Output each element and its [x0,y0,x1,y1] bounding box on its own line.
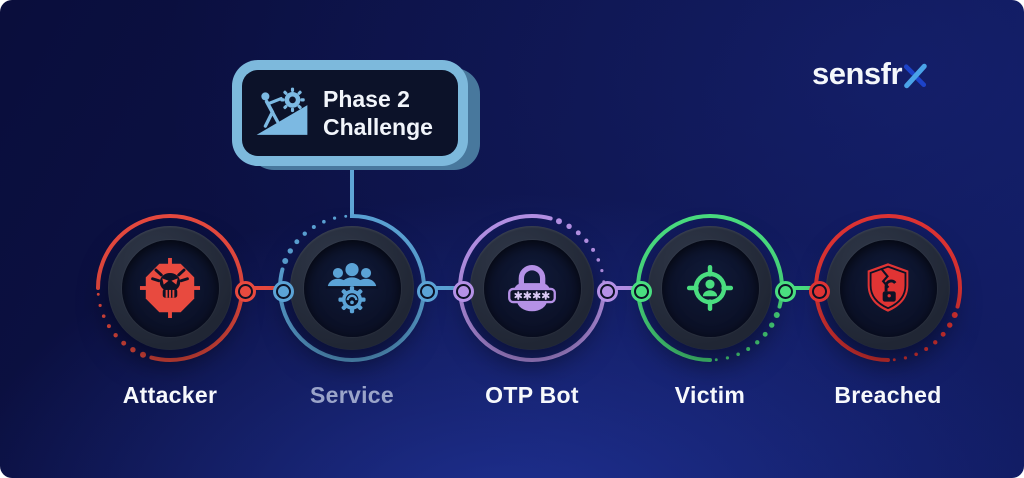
node-disc [826,226,950,350]
connector-dot [630,280,652,302]
link-service-otpbot [424,286,460,290]
node-disc [648,226,772,350]
uphill-gear-icon [256,87,308,135]
node-attacker: Attacker [90,208,250,408]
connector-dot [596,280,618,302]
password-lock-icon [508,265,556,312]
node-label: Breached [834,382,942,408]
brand-logo: sensfr [812,56,927,92]
node-label: Victim [674,382,746,408]
connector-dot [272,280,294,302]
broken-shield-icon [867,263,909,312]
connector-dot [774,280,796,302]
node-victim: Victim [630,208,790,408]
callout-title-line1: Phase 2 [323,86,410,112]
brand-logo-text: sensfr [812,56,903,91]
node-service: Service [272,208,432,408]
connector-dot [452,280,474,302]
node-disc [108,226,232,350]
node-label: Service [310,382,394,408]
target-person-icon [686,264,734,312]
node-disc [290,226,414,350]
connector-dot [808,280,830,302]
link-victim-breached [782,286,816,290]
node-label: OTP Bot [485,382,579,408]
link-attacker-service [242,286,280,290]
callout-title: Phase 2 Challenge [323,85,433,141]
callout-panel: Phase 2 Challenge [242,70,458,156]
node-breached: Breached [808,208,968,408]
node-label: Attacker [122,382,218,408]
malware-skull-icon [139,257,201,319]
node-disc [470,226,594,350]
node-otp-bot: OTP Bot [452,208,612,408]
connector-dot [234,280,256,302]
link-otpbot-victim [604,286,638,290]
team-gear-icon [325,263,379,314]
connector-dot [416,280,438,302]
callout-title-line2: Challenge [323,114,433,140]
phase-callout: Phase 2 Challenge [232,60,468,166]
callout-connector-line [350,164,354,218]
logo-x-icon [903,63,927,89]
